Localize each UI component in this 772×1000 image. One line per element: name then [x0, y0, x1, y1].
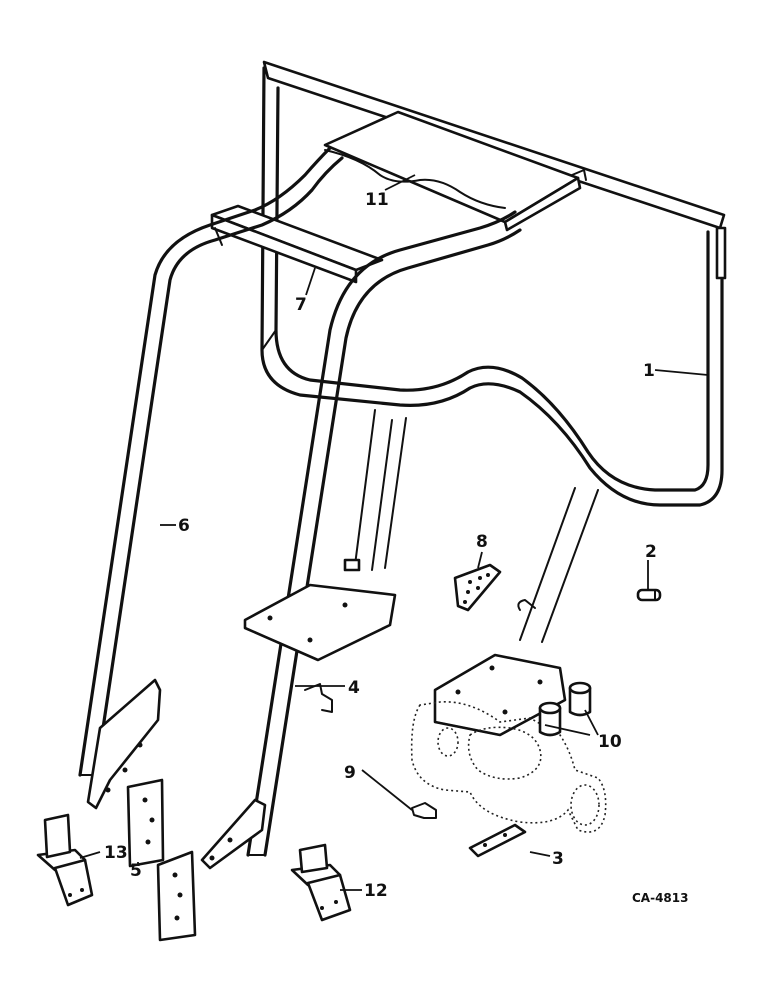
part-12-foot-bracket-right: [290, 843, 352, 922]
part-13-foot-bracket-left: [36, 813, 94, 907]
part-11-canopy-panel: [323, 110, 587, 232]
callout-7: 7: [295, 295, 307, 315]
callout-13: 13: [104, 843, 128, 863]
part-4-right-post: [246, 210, 522, 857]
callout-6: 6: [178, 516, 190, 536]
callout-10: 10: [598, 732, 622, 752]
callout-5: 5: [130, 861, 142, 881]
part-8-gusset: [453, 563, 502, 612]
front-support-base: [243, 409, 407, 662]
callout-4: 4: [348, 678, 360, 698]
part-1-rear-frame: [260, 60, 727, 507]
callout-labels: 1 2 3 4 5 6 7 8 9 10 11 12 13 CA-4813: [104, 190, 688, 905]
callout-3: 3: [552, 849, 564, 869]
part-9-clips: [304, 683, 437, 819]
callout-8: 8: [476, 532, 488, 552]
part-5-mount-brackets: [86, 678, 267, 942]
callout-12: 12: [364, 881, 388, 901]
part-3-strap: [468, 823, 527, 858]
callout-2: 2: [645, 542, 657, 562]
drawing-code: CA-4813: [632, 891, 688, 905]
callout-1: 1: [643, 361, 655, 381]
part-10-spacers: [538, 681, 592, 737]
callout-9: 9: [344, 763, 356, 783]
part-2-pin: [636, 588, 662, 602]
callout-11: 11: [365, 190, 389, 210]
rear-support-base: [433, 487, 599, 737]
axle-housing-ghost: [410, 701, 607, 833]
leader-lines: [79, 174, 709, 891]
